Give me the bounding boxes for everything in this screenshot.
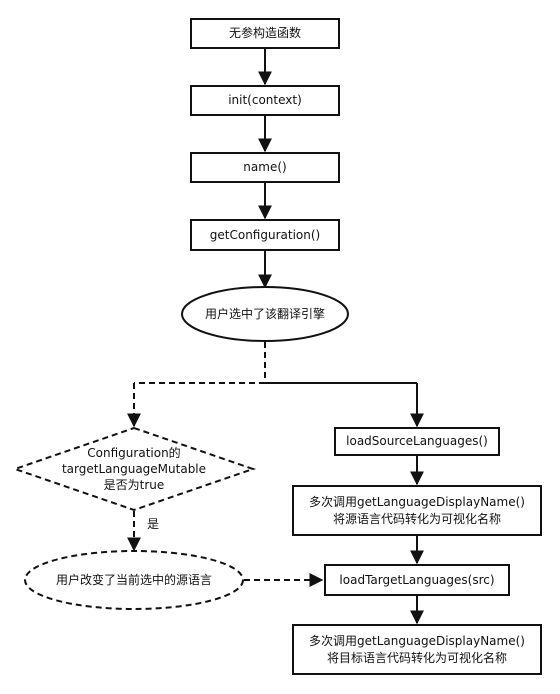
user-changes-source-ellipse <box>24 550 244 610</box>
load-target-languages-label: loadTargetLanguages(src) <box>339 572 495 587</box>
constructor-box: 无参构造函数 <box>190 18 340 49</box>
load-source-languages-label: loadSourceLanguages() <box>346 434 488 448</box>
display-target-line-1: 多次调用getLanguageDisplayName() <box>309 633 525 648</box>
constructor-label: 无参构造函数 <box>228 26 301 40</box>
init-box: init(context) <box>190 85 340 116</box>
user-selects-engine-ellipse <box>181 286 349 342</box>
decision-diamond <box>11 426 257 512</box>
display-source-line-1: 多次调用getLanguageDisplayName() <box>309 494 525 509</box>
decision-line-2: targetLanguageMutable <box>61 462 207 476</box>
user-changes-source-label: 用户改变了当前选中的源语言 <box>55 573 212 587</box>
display-target-line-2: 将目标语言代码转化为可视化名称 <box>326 650 507 665</box>
decision-line-3: 是否为true <box>103 478 165 492</box>
load-target-languages-box: loadTargetLanguages(src) <box>324 564 510 596</box>
get-configuration-label: getConfiguration() <box>209 227 321 242</box>
init-label: init(context) <box>228 93 302 107</box>
display-target-names-box: 多次调用getLanguageDisplayName() 将目标语言代码转化为可… <box>292 624 542 675</box>
name-box: name() <box>190 152 340 183</box>
get-configuration-box: getConfiguration() <box>190 219 340 251</box>
load-source-languages-box: loadSourceLanguages() <box>334 427 500 456</box>
user-selects-engine-label: 用户选中了该翻译引擎 <box>204 307 325 321</box>
decision-line-1: Configuration的 <box>87 446 181 460</box>
display-source-names-box: 多次调用getLanguageDisplayName() 将源语言代码转化为可视… <box>292 485 542 536</box>
decision-label: Configuration的 targetLanguageMutable 是否为… <box>40 444 228 494</box>
yes-edge-label: 是 <box>146 517 159 531</box>
name-label: name() <box>243 160 287 174</box>
display-source-line-2: 将源语言代码转化为可视化名称 <box>332 511 501 526</box>
